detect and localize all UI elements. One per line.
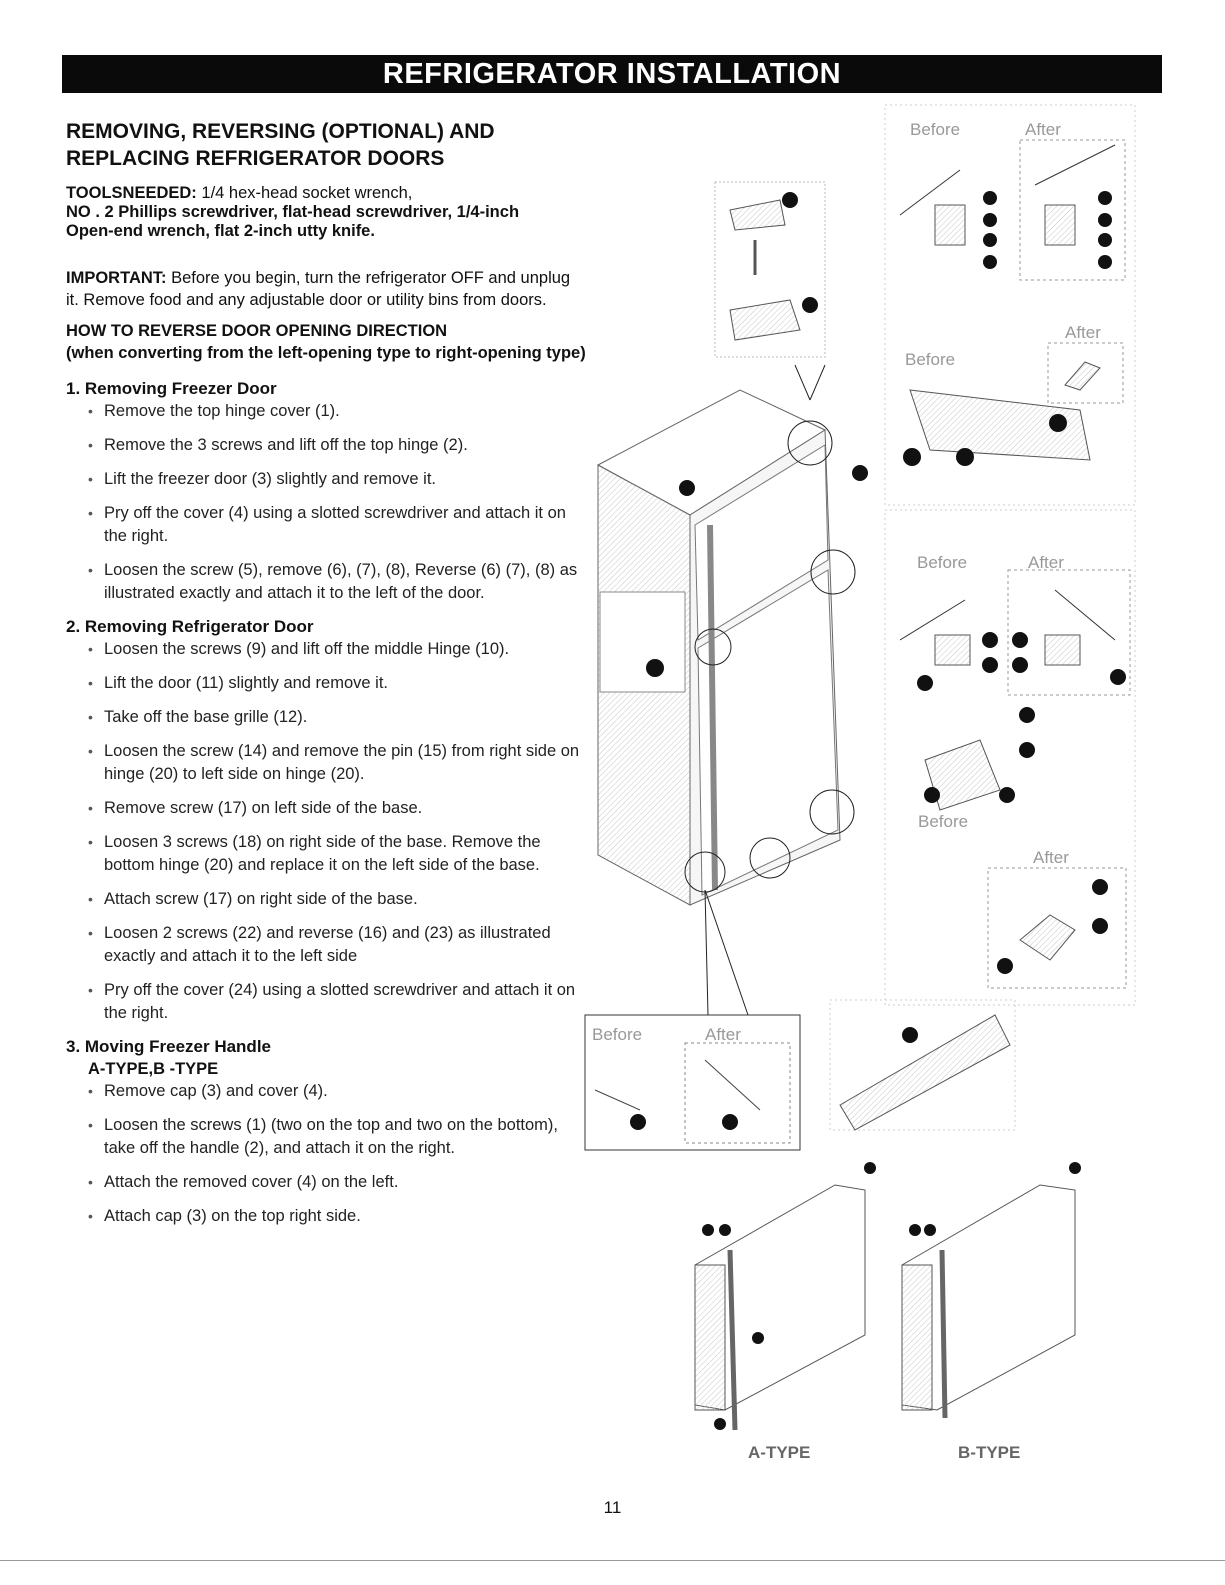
section-refrigerator-door: 2. Removing Refrigerator Door Loosen the… <box>66 616 586 1025</box>
base-grille-detail <box>829 999 1016 1131</box>
howto-heading: HOW TO REVERSE DOOR OPENING DIRECTION (w… <box>66 320 586 364</box>
label-before-1: Before <box>910 120 960 139</box>
step-3-3: Attach the removed cover (4) on the left… <box>66 1171 586 1194</box>
step-3-4: Attach cap (3) on the top right side. <box>66 1205 586 1228</box>
label-before-5: Before <box>592 1025 642 1044</box>
step-1-4: Pry off the cover (4) using a slotted sc… <box>66 502 586 548</box>
page-number: 11 <box>603 1498 622 1517</box>
b-type-label: B-TYPE <box>958 1443 1020 1462</box>
callout-1-icon <box>782 192 798 208</box>
tools-line-2: NO . 2 Phillips screwdriver, flat-head s… <box>66 203 520 221</box>
bottom-divider <box>0 1560 1225 1561</box>
b-type-door: B-TYPE <box>901 1162 1081 1462</box>
step-2-7: Attach screw (17) on right side of the b… <box>66 888 586 911</box>
step-2-8: Loosen 2 screws (22) and reverse (16) an… <box>66 922 586 968</box>
section-1-title: 1. Removing Freezer Door <box>66 379 277 398</box>
tools-line-3: Open-end wrench, flat 2-inch utty knife. <box>66 222 375 240</box>
callout-2-icon <box>802 297 818 313</box>
step-2-4: Loosen the screw (14) and remove the pin… <box>66 740 586 786</box>
a-type-label: A-TYPE <box>748 1443 810 1462</box>
step-2-9: Pry off the cover (24) using a slotted s… <box>66 979 586 1025</box>
middle-hinge-before-after: Before After After Before <box>884 104 1136 506</box>
a-type-door: A-TYPE <box>694 1162 876 1462</box>
label-before-3: Before <box>917 553 967 572</box>
label-after-5: After <box>705 1025 741 1044</box>
important-label: IMPORTANT: <box>66 269 167 287</box>
section-2-title: 2. Removing Refrigerator Door <box>66 617 314 636</box>
title-line-1: REMOVING, REVERSING (OPTIONAL) AND <box>66 120 495 143</box>
important-note: IMPORTANT: Before you begin, turn the re… <box>66 267 586 311</box>
step-2-6: Loosen 3 screws (18) on right side of th… <box>66 831 586 877</box>
label-before-2: Before <box>905 350 955 369</box>
section-freezer-handle: 3. Moving Freezer Handle A-TYPE,B -TYPE … <box>66 1036 586 1228</box>
section-3-title: 3. Moving Freezer Handle <box>66 1037 271 1056</box>
callout-circle-top <box>787 420 833 466</box>
tools-label: TOOLSNEEDED: <box>66 184 197 202</box>
section-title: REMOVING, REVERSING (OPTIONAL) AND REPLA… <box>66 118 586 172</box>
step-1-5: Loosen the screw (5), remove (6), (7), (… <box>66 559 586 605</box>
step-3-2: Loosen the screws (1) (two on the top an… <box>66 1114 586 1160</box>
callout-circle-middle <box>810 549 856 595</box>
step-2-1: Loosen the screws (9) and lift off the m… <box>66 638 586 661</box>
label-after-2: After <box>1065 323 1101 342</box>
title-line-2: REPLACING REFRIGERATOR DOORS <box>66 147 445 170</box>
label-after-4: After <box>1033 848 1069 867</box>
step-2-5: Remove screw (17) on left side of the ba… <box>66 797 586 820</box>
tools-first: 1/4 hex-head socket wrench, <box>201 184 413 202</box>
refrigerator-body <box>596 364 868 1016</box>
bottom-hinge-before-after: Before After Before After <box>884 509 1136 1006</box>
page-banner: REFRIGERATOR INSTALLATION <box>62 55 1162 93</box>
step-3-1: Remove cap (3) and cover (4). <box>66 1080 586 1103</box>
top-hinge-detail <box>714 181 826 358</box>
label-after-3: After <box>1028 553 1064 572</box>
important-text: Before you begin, turn the refrigerator … <box>66 269 571 309</box>
section-freezer-door: 1. Removing Freezer Door Remove the top … <box>66 378 586 605</box>
label-after-1: After <box>1025 120 1061 139</box>
base-screw-before-after: Before After <box>584 1014 801 1151</box>
door-reversal-illustration: Before After After Before <box>584 104 1136 1462</box>
label-before-4: Before <box>918 812 968 831</box>
step-2-2: Lift the door (11) slightly and remove i… <box>66 672 586 695</box>
step-1-2: Remove the 3 screws and lift off the top… <box>66 434 586 457</box>
howto-line-2: (when converting from the left-opening t… <box>66 344 586 362</box>
tools-needed: TOOLSNEEDED: 1/4 hex-head socket wrench,… <box>66 184 586 241</box>
howto-line-1: HOW TO REVERSE DOOR OPENING DIRECTION <box>66 322 448 340</box>
step-1-1: Remove the top hinge cover (1). <box>66 400 586 423</box>
step-2-3: Take off the base grille (12). <box>66 706 586 729</box>
step-1-3: Lift the freezer door (3) slightly and r… <box>66 468 586 491</box>
instructions-column: REMOVING, REVERSING (OPTIONAL) AND REPLA… <box>66 118 586 1239</box>
section-3-subtitle: A-TYPE,B -TYPE <box>88 1060 219 1078</box>
